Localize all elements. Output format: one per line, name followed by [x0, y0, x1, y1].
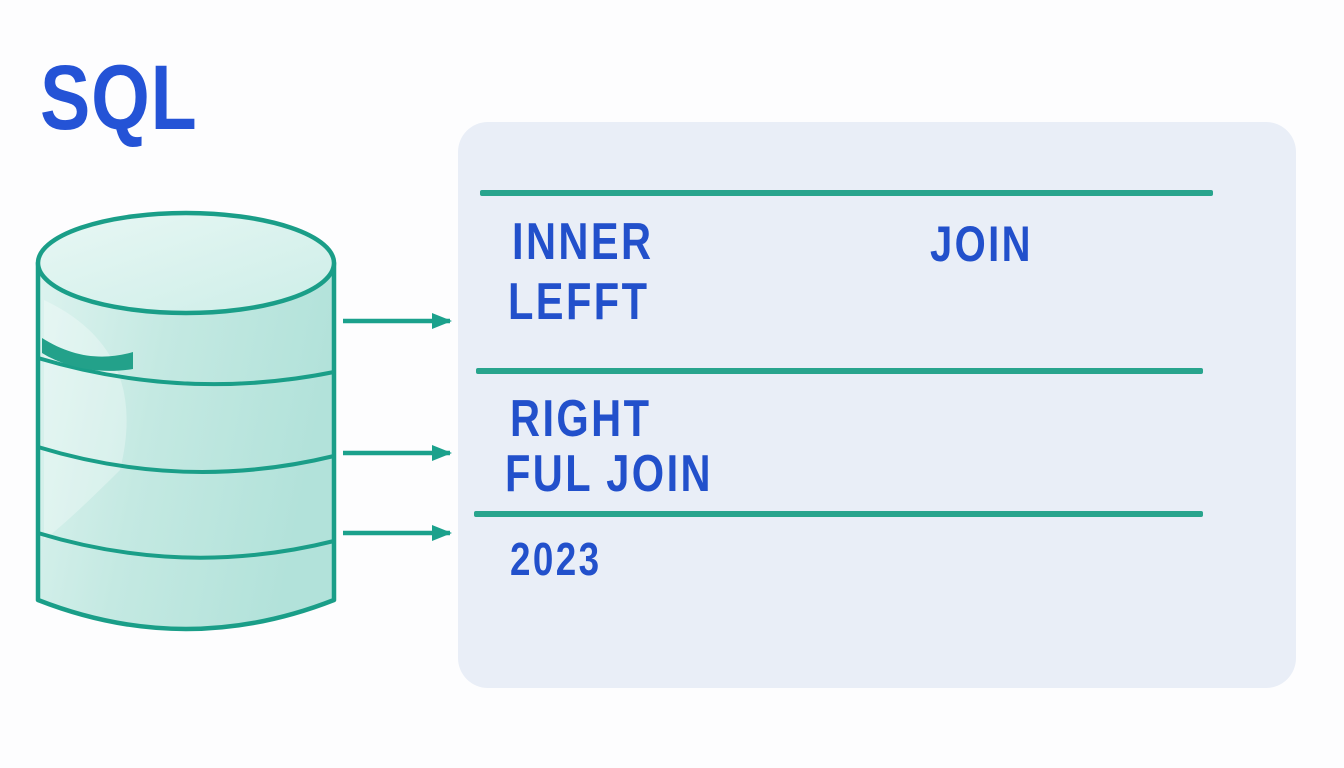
label-lefft: LEFFT: [508, 273, 650, 331]
label-right: RIGHT: [510, 390, 652, 448]
label-year: 2023: [510, 533, 602, 585]
page-title: SQL: [40, 47, 198, 149]
label-ful-join: FUL JOIN: [505, 445, 713, 503]
database-cylinder-icon: [35, 210, 337, 632]
divider-line-middle: [476, 368, 1203, 374]
join-panel: INNER JOIN LEFFT RIGHT FUL JOIN 2023: [458, 122, 1296, 688]
divider-line-bottom: [474, 511, 1203, 517]
connector-arrows: [343, 313, 452, 541]
label-inner: INNER: [512, 213, 654, 271]
divider-line-top: [480, 190, 1213, 196]
label-join: JOIN: [930, 216, 1033, 272]
database-illustration: [35, 210, 452, 632]
